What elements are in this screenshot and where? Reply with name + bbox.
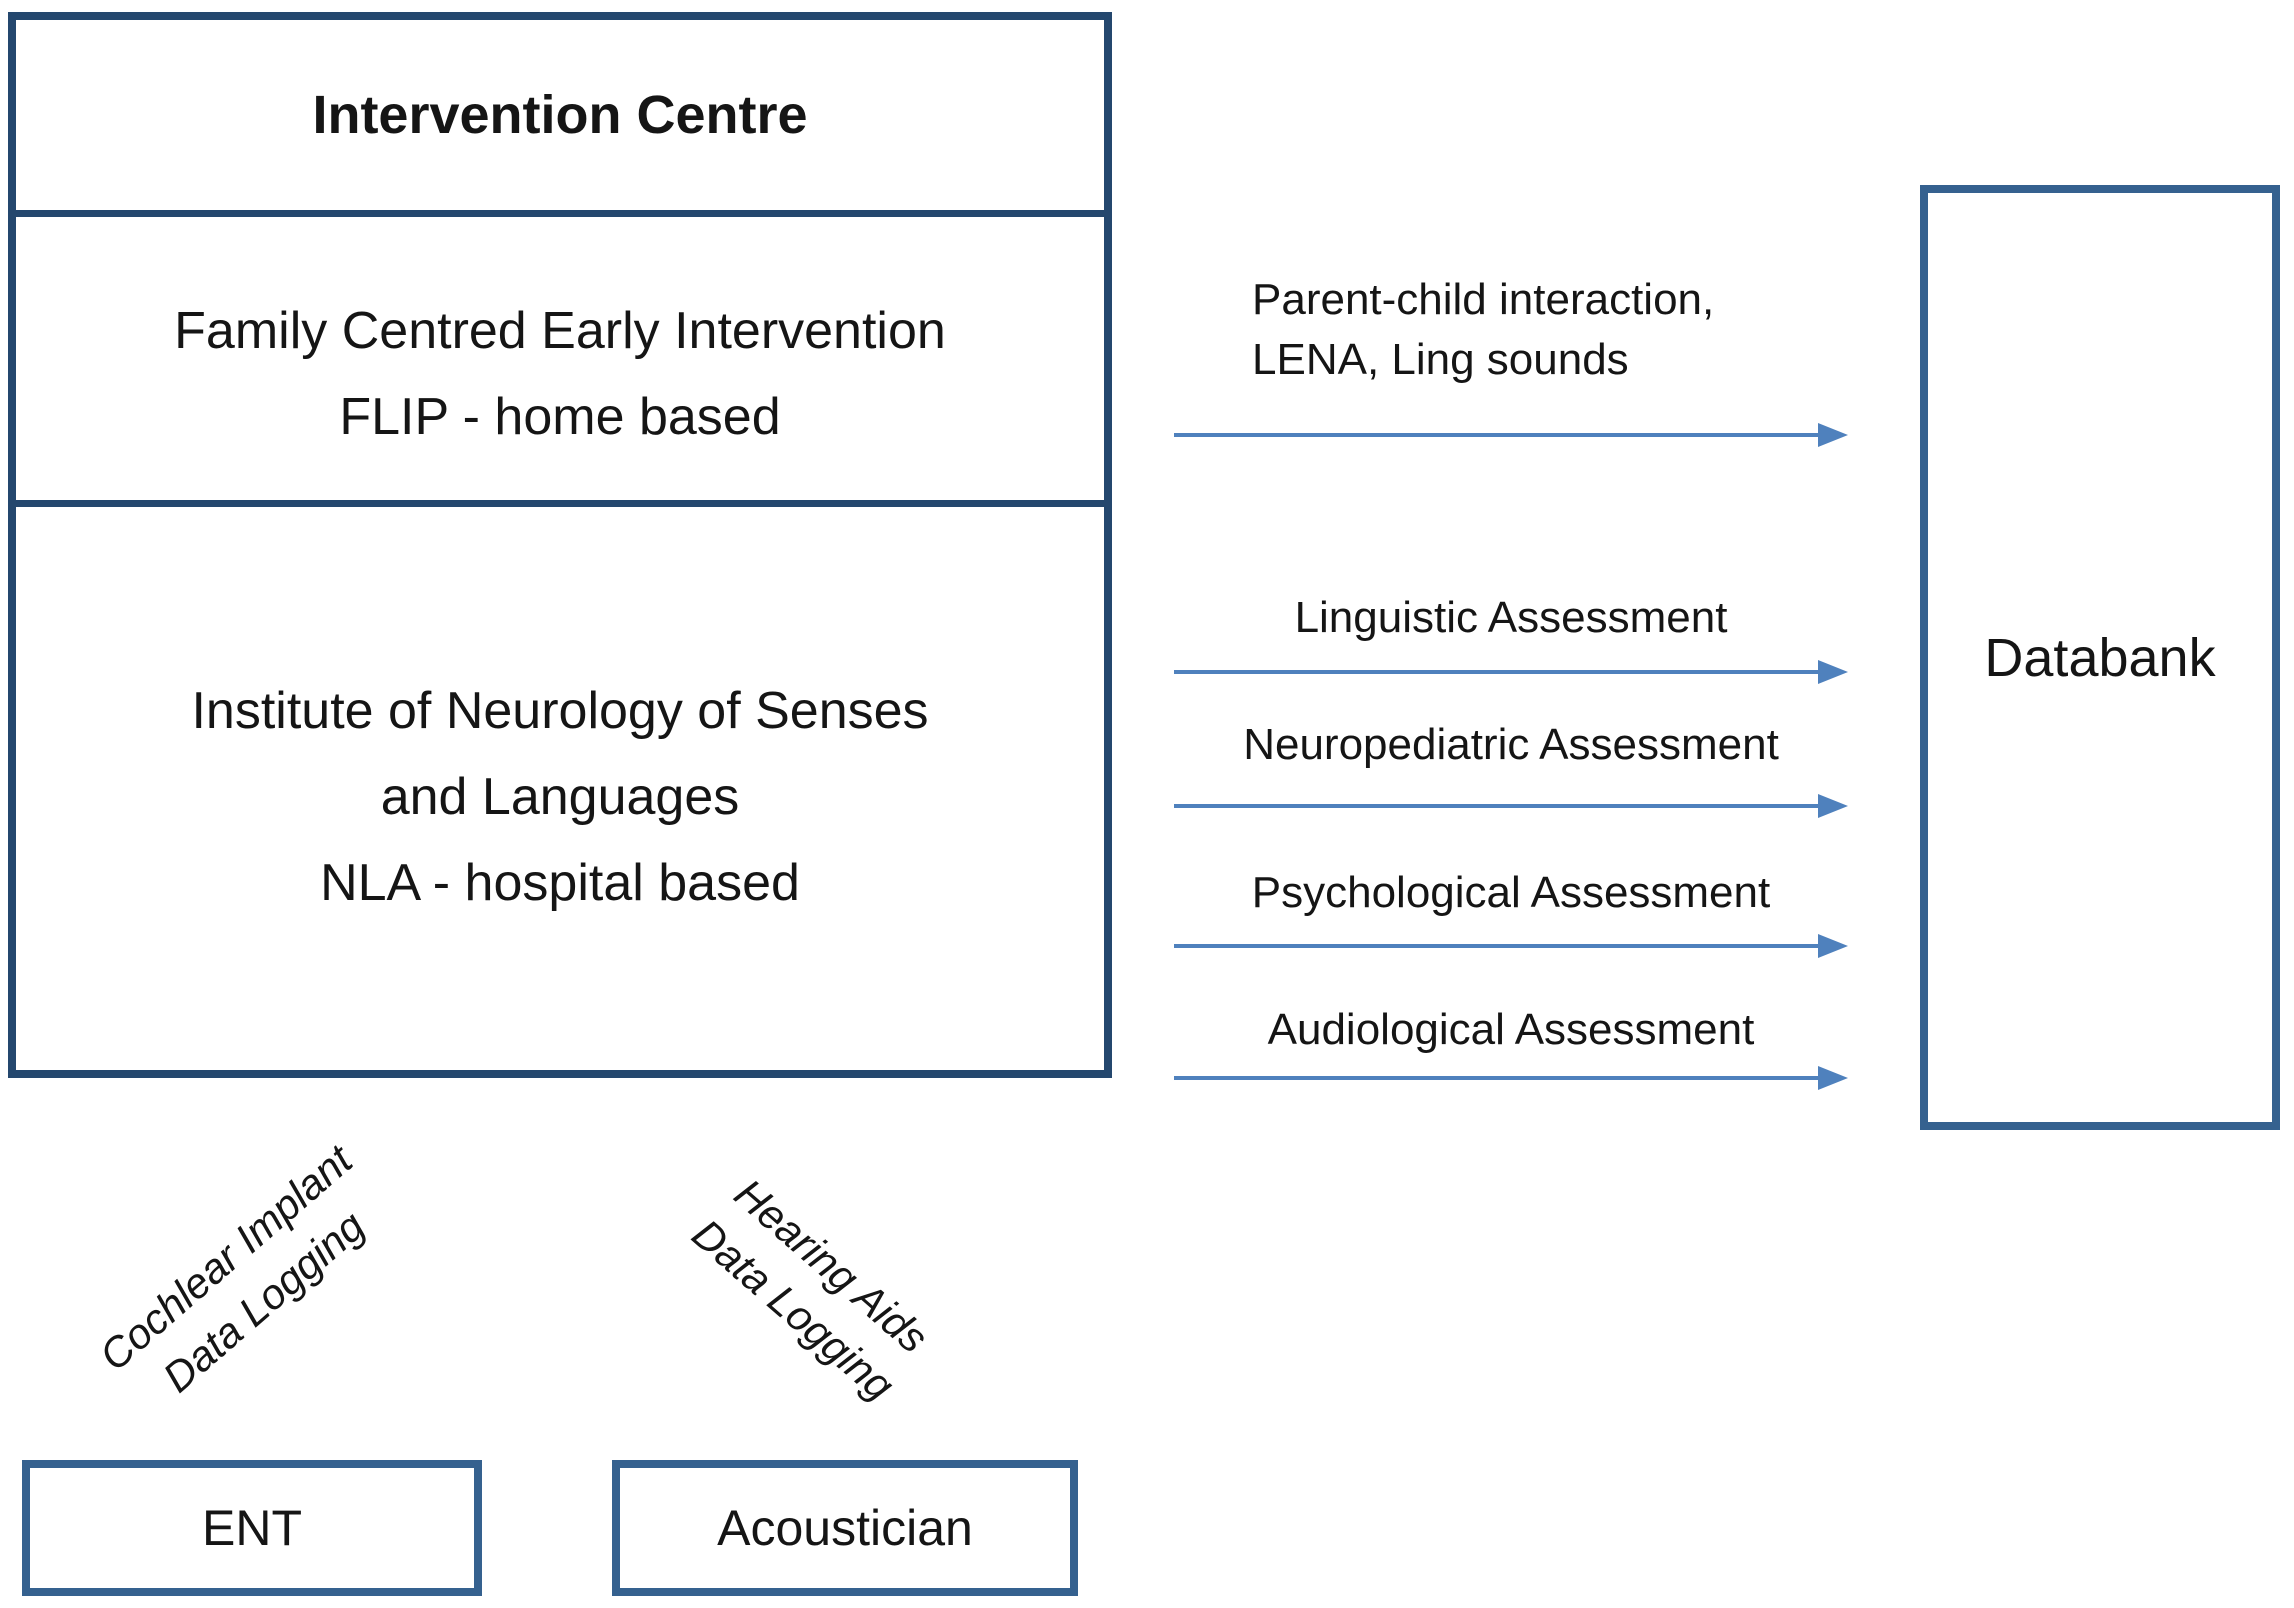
intervention-centre-title: Intervention Centre [312,85,808,145]
compartment-divider [16,500,1104,507]
flow-label-linguistic: Linguistic Assessment [1294,593,1728,642]
flow-label-parent-child-line2: LENA, Ling sounds [1252,335,1629,384]
arrow-shaft [1174,944,1820,948]
acoustician-label: Acoustician [717,1500,973,1556]
institute-unit-line3: NLA - hospital based [320,854,800,912]
arrow-shaft [1174,1076,1820,1080]
flow-label-psychological: Psychological Assessment [1251,868,1771,917]
arrowhead-icon [1818,1066,1848,1090]
intervention-centre-title-compartment: Intervention Centre [16,20,1104,210]
flow-label-parent-child-line1: Parent-child interaction, [1252,275,1715,324]
arrowhead-icon [1818,423,1848,447]
arrow-shaft [1174,670,1820,674]
compartment-divider [16,210,1104,217]
ent-box: ENT [22,1460,482,1596]
arrow-shaft [1174,804,1820,808]
flow-label-audiological: Audiological Assessment [1267,1005,1755,1054]
institute-unit-line2: and Languages [380,768,740,826]
arrowhead-icon [1818,794,1848,818]
databank-label: Databank [1984,627,2216,688]
flow-label-neuropediatric: Neuropediatric Assessment [1243,720,1779,769]
institute-neurology-compartment: Institute of Neurology of Senses and Lan… [16,507,1104,1070]
ent-label: ENT [202,1500,302,1556]
flow-arrow-audiological [1174,1065,1848,1091]
flow-arrow-linguistic [1174,659,1848,685]
flow-arrow-psychological [1174,933,1848,959]
family-unit-line2: FLIP - home based [339,387,781,446]
databank-box: Databank [1920,185,2280,1130]
arrowhead-icon [1818,934,1848,958]
cochlear-implant-logging-label: Cochlear Implant Data Logging [87,1132,403,1428]
hearing-aids-logging-label: Hearing Aids Data Logging [680,1162,945,1413]
arrowhead-icon [1818,660,1848,684]
family-unit-line1: Family Centred Early Intervention [174,301,946,360]
arrow-shaft [1174,433,1820,437]
flow-arrow-neuropediatric [1174,793,1848,819]
family-centred-intervention-compartment: Family Centred Early Intervention FLIP -… [16,217,1104,500]
flow-label-parent-child: Parent-child interaction, LENA, Ling sou… [1252,270,1714,390]
intervention-centre-box: Intervention Centre Family Centred Early… [8,12,1112,1078]
institute-unit-line1: Institute of Neurology of Senses [191,682,929,740]
acoustician-box: Acoustician [612,1460,1078,1596]
flow-arrow-parent-child [1174,422,1848,448]
